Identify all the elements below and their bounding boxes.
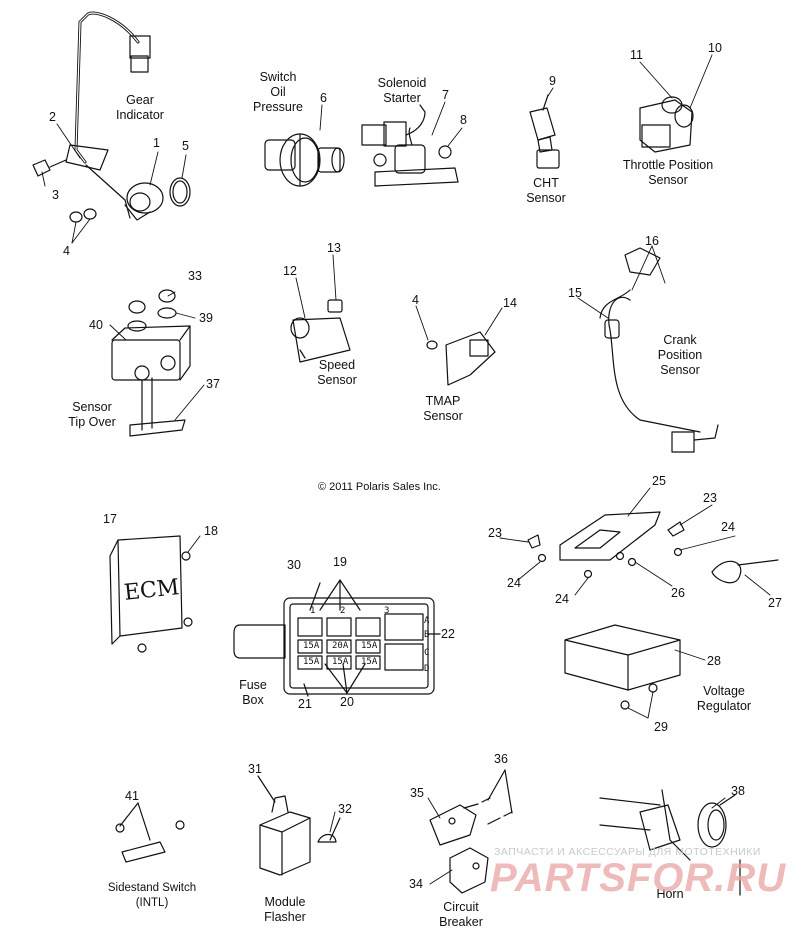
label-crank-position-sensor: Crank Position Sensor xyxy=(657,333,703,377)
part-number-callout: 14 xyxy=(503,296,517,310)
part-number-callout: 5 xyxy=(182,139,189,153)
label-module-flasher: Module Flasher xyxy=(264,895,306,924)
part-number-callout: 37 xyxy=(206,377,220,391)
part-number-callout: 10 xyxy=(708,41,722,55)
label-sidestand-switch: Sidestand Switch (INTL) xyxy=(107,882,197,909)
crank-position-sensor-drawing xyxy=(599,247,719,453)
fuse-rating: 15A xyxy=(361,641,378,651)
cht-sensor-drawing xyxy=(529,94,560,169)
part-number-callout: 34 xyxy=(409,877,423,891)
part-number-callout: 4 xyxy=(63,244,70,258)
part-number-callout: 24 xyxy=(721,520,735,534)
part-number-callout: 32 xyxy=(338,802,352,816)
fuse-column-number: 2 xyxy=(340,606,346,616)
module-flasher-drawing xyxy=(257,775,341,876)
sidestand-switch-drawing xyxy=(115,802,185,863)
part-number-callout: 6 xyxy=(320,91,327,105)
fuse-rating: 15A xyxy=(303,657,320,667)
part-number-callout: 17 xyxy=(103,512,117,526)
fuse-row-letter: B xyxy=(424,630,430,640)
part-number-callout: 27 xyxy=(768,596,782,610)
part-number-callout: 12 xyxy=(283,264,297,278)
part-number-callout: 38 xyxy=(731,784,745,798)
fuse-rating: 20A xyxy=(332,641,349,651)
part-number-callout: 2 xyxy=(49,110,56,124)
part-number-callout: 13 xyxy=(327,241,341,255)
part-number-callout: 22 xyxy=(441,627,455,641)
fuse-column-number: 3 xyxy=(384,606,390,616)
part-number-callout: 25 xyxy=(652,474,666,488)
label-solenoid-starter: Solenoid Starter xyxy=(377,76,427,105)
speed-sensor-drawing xyxy=(290,299,351,363)
part-number-callout: 36 xyxy=(494,752,508,766)
part-number-callout: 24 xyxy=(555,592,569,606)
fuse-row-letter: D xyxy=(424,664,430,674)
part-number-callout: 31 xyxy=(248,762,262,776)
label-circuit-breaker: Circuit Breaker xyxy=(439,900,483,929)
horn-drawing xyxy=(599,789,741,896)
part-number-callout: 15 xyxy=(568,286,582,300)
voltage-regulator-drawing xyxy=(564,624,681,710)
throttle-position-sensor-drawing xyxy=(639,96,694,153)
circuit-breaker-drawing xyxy=(429,769,513,894)
part-number-callout: 3 xyxy=(52,188,59,202)
label-fuse-box: Fuse Box xyxy=(239,678,267,707)
part-number-callout: 24 xyxy=(507,576,521,590)
label-throttle-position-sensor: Throttle Position Sensor xyxy=(622,158,714,187)
part-number-callout: 23 xyxy=(703,491,717,505)
label-tmap-sensor: TMAP Sensor xyxy=(423,394,463,423)
part-number-callout: 39 xyxy=(199,311,213,325)
part-number-callout: 18 xyxy=(204,524,218,538)
ecm-drawing xyxy=(109,535,193,653)
fuse-rating: 15A xyxy=(361,657,378,667)
oil-pressure-switch-drawing xyxy=(264,133,345,187)
part-number-callout: 20 xyxy=(340,695,354,709)
part-number-callout: 4 xyxy=(412,293,419,307)
fuse-rating: 15A xyxy=(332,657,349,667)
label-sensor-tip-over: Sensor Tip Over xyxy=(68,400,116,429)
label-horn: Horn xyxy=(656,887,684,901)
part-number-callout: 19 xyxy=(333,555,347,569)
part-number-callout: 8 xyxy=(460,113,467,127)
label-speed-sensor: Speed Sensor xyxy=(317,358,357,387)
part-number-callout: 26 xyxy=(671,586,685,600)
tip-over-sensor-drawing xyxy=(111,289,191,437)
label-voltage-regulator: Voltage Regulator xyxy=(696,684,752,713)
part-number-callout: 40 xyxy=(89,318,103,332)
part-number-callout: 21 xyxy=(298,697,312,711)
label-switch-oil-pressure: Switch Oil Pressure xyxy=(252,70,304,114)
fuse-column-number: 1 xyxy=(310,606,316,616)
fuse-row-letter: C xyxy=(424,648,430,658)
part-number-callout: 33 xyxy=(188,269,202,283)
watermark-logo: PARTSFOR.RU xyxy=(490,856,787,900)
fuse-box-drawing xyxy=(233,579,441,697)
part-number-callout: 16 xyxy=(645,234,659,248)
part-number-callout: 9 xyxy=(549,74,556,88)
voltage-regulator-bracket-drawing xyxy=(527,511,779,584)
part-number-callout: 41 xyxy=(125,789,139,803)
copyright-text: © 2011 Polaris Sales Inc. xyxy=(318,481,441,493)
part-number-callout: 28 xyxy=(707,654,721,668)
label-gear-indicator: Gear Indicator xyxy=(116,93,164,122)
fuse-row-letter: A xyxy=(424,616,430,626)
tmap-sensor-drawing xyxy=(426,331,496,386)
watermark-tagline: ЗАПЧАСТИ И АКСЕССУАРЫ ДЛЯ МОТОТЕХНИКИ xyxy=(494,846,761,858)
label-cht-sensor: CHT Sensor xyxy=(526,176,566,205)
part-number-callout: 29 xyxy=(654,720,668,734)
part-number-callout: 11 xyxy=(630,48,643,62)
fuse-rating: 15A xyxy=(303,641,320,651)
part-number-callout: 7 xyxy=(442,88,449,102)
part-number-callout: 23 xyxy=(488,526,502,540)
leader-lines xyxy=(41,54,771,885)
part-number-callout: 35 xyxy=(410,786,424,800)
solenoid-starter-drawing xyxy=(361,104,459,187)
gear-indicator-drawing xyxy=(32,11,191,223)
part-number-callout: 30 xyxy=(287,558,301,572)
part-number-callout: 1 xyxy=(153,136,160,150)
